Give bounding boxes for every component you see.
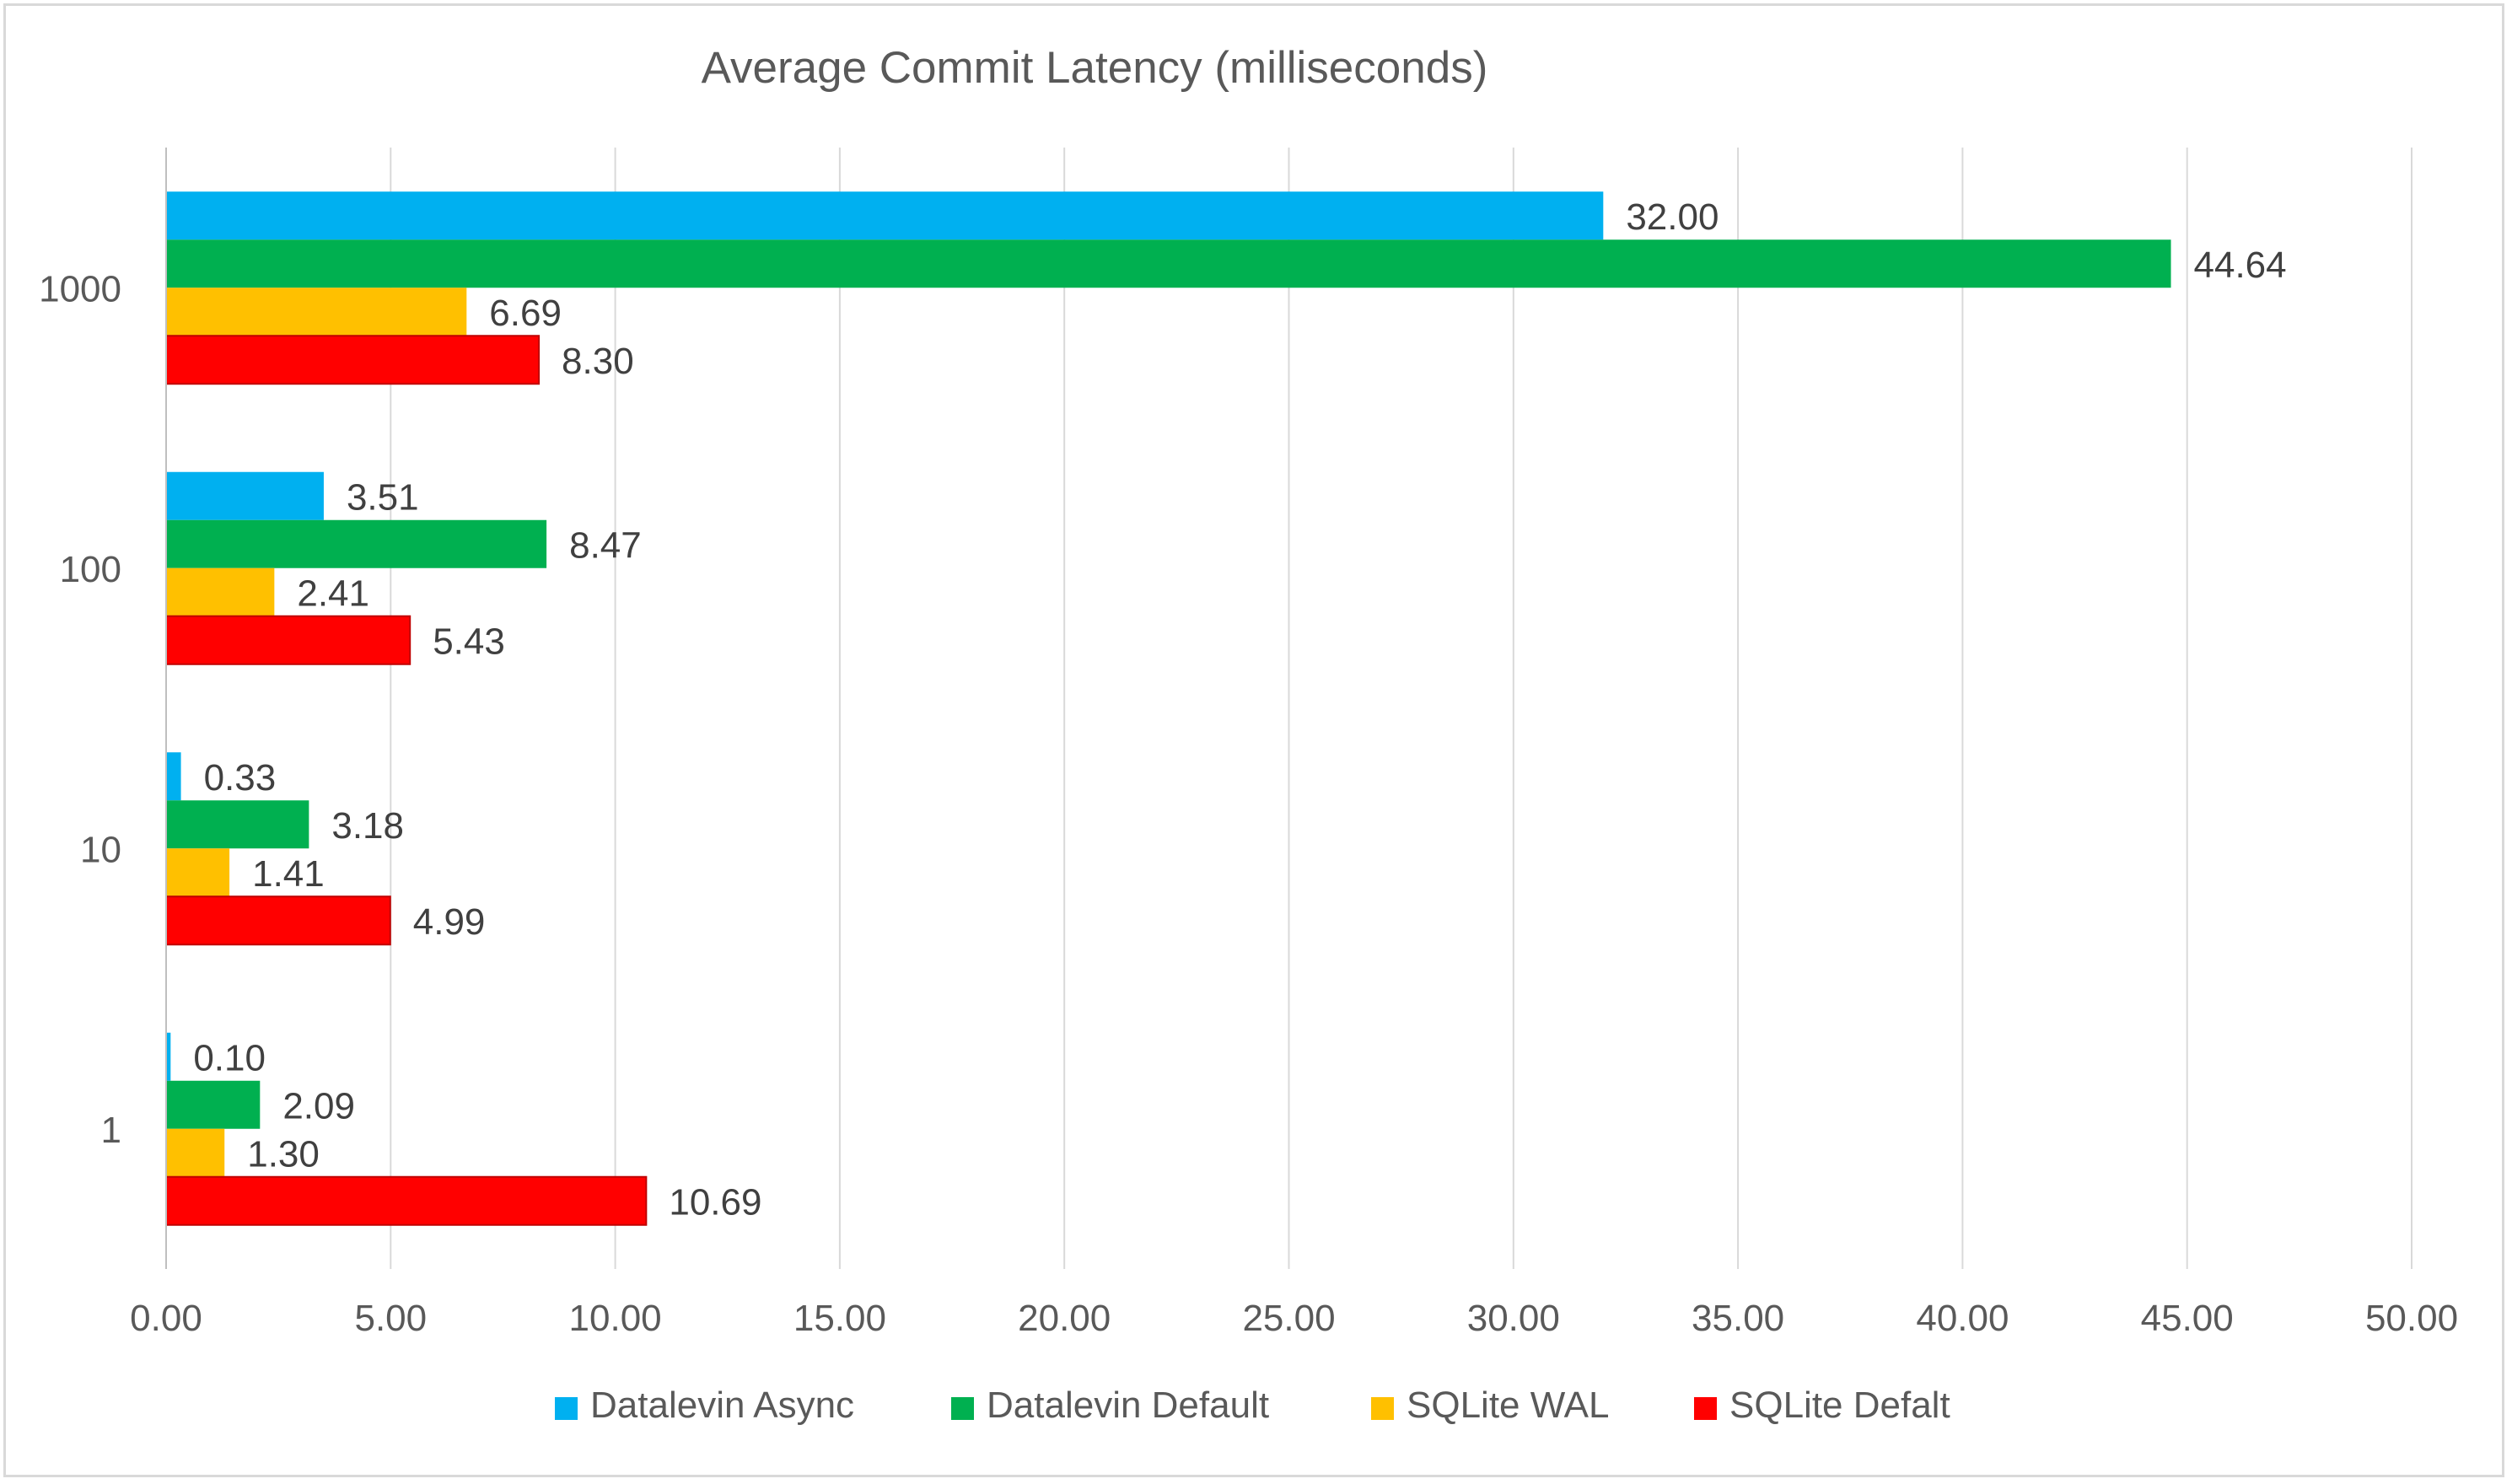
data-label: 1.30: [247, 1133, 320, 1175]
bars: [165, 191, 2171, 1226]
bar: [165, 615, 411, 665]
y-category-label: 1: [101, 1110, 121, 1151]
legend-label: Datalevin Async: [590, 1385, 854, 1426]
legend-swatch: [1694, 1397, 1717, 1420]
data-label: 8.30: [562, 341, 634, 382]
data-label: 2.09: [282, 1085, 355, 1126]
data-label: 44.64: [2194, 245, 2287, 286]
bar: [166, 752, 181, 801]
x-tick-label: 5.00: [354, 1298, 427, 1339]
bar: [165, 1175, 648, 1226]
data-label: 6.69: [489, 293, 562, 334]
x-tick-label: 10.00: [569, 1298, 662, 1339]
bar: [165, 335, 541, 385]
legend-swatch: [1371, 1397, 1394, 1420]
data-label: 1.41: [252, 853, 325, 895]
data-label: 2.41: [297, 573, 369, 614]
legend: Datalevin Async Datalevin Default SQLite W…: [555, 1385, 1950, 1426]
x-tick-label: 45.00: [2141, 1298, 2234, 1339]
x-tick-label: 35.00: [1692, 1298, 1784, 1339]
x-tick-label: 30.00: [1467, 1298, 1560, 1339]
data-label: 0.10: [193, 1037, 266, 1078]
legend-swatch: [951, 1397, 974, 1420]
x-tick-label: 50.00: [2365, 1298, 2458, 1339]
chart-title: Average Commit Latency (milliseconds): [702, 43, 1488, 93]
data-label: 0.33: [204, 757, 277, 798]
bar: [166, 471, 324, 520]
bar: [166, 191, 1604, 240]
x-tick-label: 25.00: [1242, 1298, 1335, 1339]
bar: [166, 800, 309, 849]
data-labels: 0.10 2.09 1.30 10.69 0.33 3.181.41 4.99 3.51 8.4…: [193, 196, 2286, 1223]
data-label: 3.51: [347, 476, 419, 518]
legend-swatch: [555, 1397, 578, 1420]
x-tick-label: 20.00: [1018, 1298, 1111, 1339]
data-label: 3.18: [331, 805, 404, 847]
bar: [166, 239, 2171, 288]
y-category-label: 100: [60, 549, 121, 590]
x-tick-label: 15.00: [793, 1298, 886, 1339]
bar: [166, 848, 230, 897]
data-label: 4.99: [413, 901, 486, 943]
bar: [166, 567, 275, 616]
bar: [166, 288, 467, 336]
y-category-label: 10: [80, 829, 121, 870]
bar: [166, 1080, 261, 1129]
gridlines: [390, 148, 2412, 1269]
legend-label: SQLite Defalt: [1729, 1385, 1950, 1426]
data-label: 8.47: [569, 524, 642, 566]
data-label: 5.43: [433, 621, 505, 662]
x-tick-label: 40.00: [1916, 1298, 2009, 1339]
y-category-label: 1000: [39, 268, 121, 309]
bar: [166, 519, 547, 568]
data-label: 10.69: [669, 1181, 761, 1223]
axes: 0.00 5.00 10.00 15.00 20.00 25.00 30.00 35.00 40…: [39, 148, 2458, 1339]
data-label: 32.00: [1626, 196, 1719, 238]
legend-label: SQLite WAL: [1407, 1385, 1609, 1426]
legend-label: Datalevin Default: [987, 1385, 1269, 1426]
bar: [165, 895, 391, 946]
bar: [166, 1128, 225, 1177]
bar: [166, 1032, 171, 1081]
x-tick-label: 0.00: [130, 1298, 202, 1339]
